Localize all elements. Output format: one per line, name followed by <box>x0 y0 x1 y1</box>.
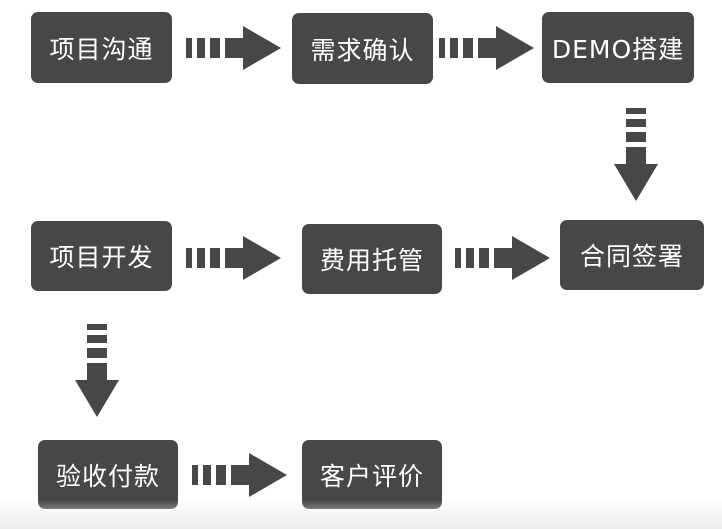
step-demo-build: DEMO搭建 <box>542 12 694 83</box>
step-label: 合同签署 <box>579 242 684 271</box>
right-arrow-icon <box>455 236 551 280</box>
step-label: DEMO搭建 <box>551 34 685 64</box>
right-arrow-icon <box>192 453 288 497</box>
right-arrow-icon <box>186 236 282 280</box>
step-fee-escrow: 费用托管 <box>302 224 442 294</box>
step-label: 验收付款 <box>55 461 160 491</box>
step-label: 费用托管 <box>319 246 424 275</box>
step-requirement-confirmation: 需求确认 <box>292 13 433 84</box>
down-arrow-icon <box>73 324 121 418</box>
step-label: 项目开发 <box>49 243 154 272</box>
step-project-communication: 项目沟通 <box>31 12 172 83</box>
step-label: 需求确认 <box>310 35 415 65</box>
step-acceptance-payment: 验收付款 <box>38 440 178 509</box>
step-label: 项目沟通 <box>49 34 154 64</box>
bottom-shade <box>0 500 722 529</box>
right-arrow-icon <box>439 26 535 70</box>
step-customer-review: 客户评价 <box>302 440 442 509</box>
step-label: 客户评价 <box>319 461 424 491</box>
step-project-development: 项目开发 <box>31 221 172 291</box>
down-arrow-icon <box>612 108 660 202</box>
right-arrow-icon <box>186 26 282 70</box>
step-contract-signing: 合同签署 <box>560 220 704 290</box>
